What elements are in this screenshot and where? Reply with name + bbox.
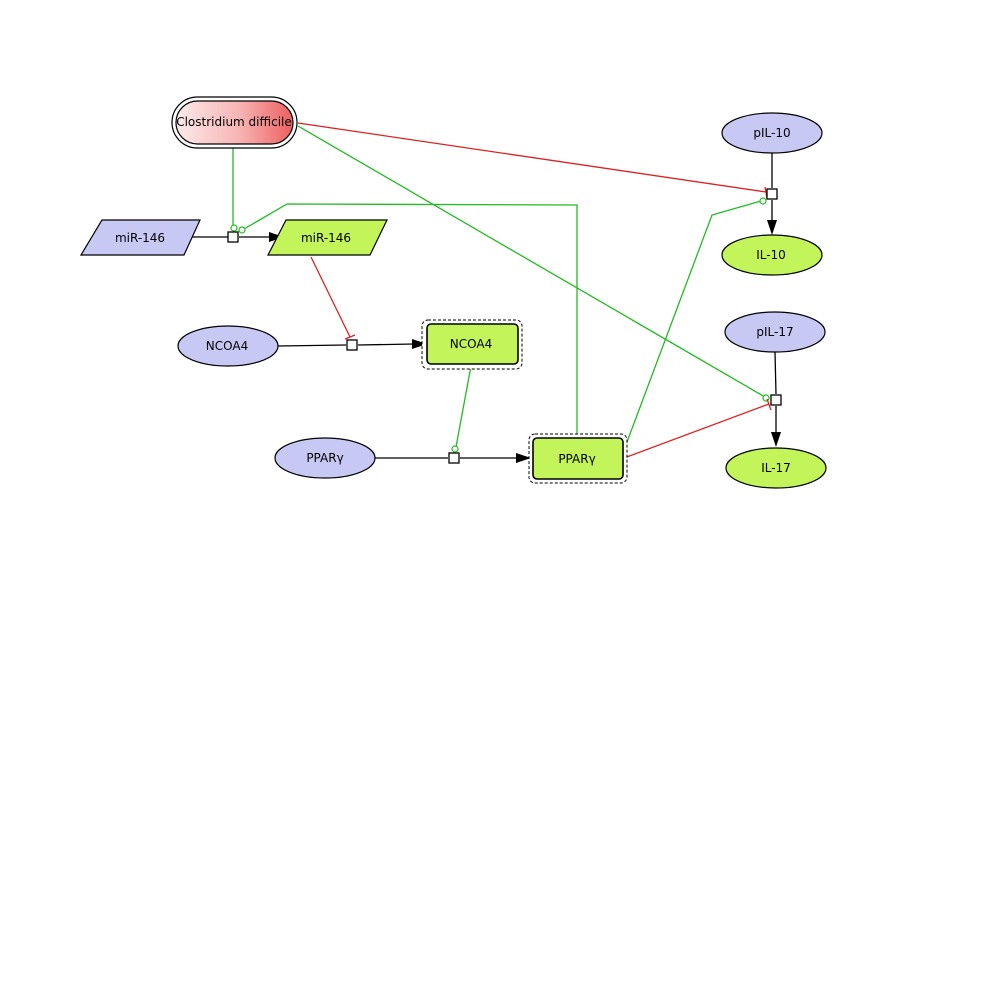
mod-circle-2 xyxy=(238,226,246,234)
arrowhead-ncoa4 xyxy=(412,339,427,349)
phenotype-clostridium-difficile[interactable]: Clostridium difficile xyxy=(171,96,298,149)
inhibition-edges xyxy=(297,122,772,459)
label-pil10: pIL-10 xyxy=(753,126,790,140)
protein-pparg-input[interactable]: PPARγ xyxy=(274,437,376,479)
protein-il17[interactable]: IL-17 xyxy=(725,447,827,489)
process-node-pparg[interactable] xyxy=(448,452,460,464)
arrowhead-mir146 xyxy=(269,232,284,242)
label-pil17: pIL-17 xyxy=(756,325,793,339)
protein-ncoa4-input[interactable]: NCOA4 xyxy=(177,325,279,367)
arrowhead-il17 xyxy=(771,432,781,447)
edge-cdiff-to-il17-process xyxy=(297,125,766,398)
edge-pparg-to-il10-process xyxy=(623,200,762,451)
label-ncoa4-input: NCOA4 xyxy=(206,339,248,353)
arrowhead-il10 xyxy=(767,220,777,235)
edge-cdiff-inhibits-il10-process xyxy=(297,122,767,193)
mod-circle-4 xyxy=(759,197,767,205)
label-il10: IL-10 xyxy=(756,248,786,262)
label-il17: IL-17 xyxy=(761,461,791,475)
protein-ncoa4-output[interactable]: NCOA4 xyxy=(421,319,523,370)
edge-ncoa4-to-pparg-process xyxy=(455,365,472,448)
mod-circle-5 xyxy=(451,445,459,453)
label-mir146-output: miR-146 xyxy=(301,231,351,245)
label-clostridium-difficile: Clostridium difficile xyxy=(176,115,292,129)
inhibit-bar-ncoa4 xyxy=(344,334,356,340)
edge-pparg-inhibits-il17-process xyxy=(623,403,770,459)
label-pparg-output: PPARγ xyxy=(558,452,595,466)
inhibit-bar-il17 xyxy=(766,398,772,411)
arrowhead-pparg xyxy=(516,453,531,463)
label-pparg-input: PPARγ xyxy=(306,451,343,465)
process-node-ncoa4[interactable] xyxy=(346,339,358,351)
mod-circle-3 xyxy=(762,394,770,402)
process-node-il17[interactable] xyxy=(770,394,782,406)
process-node-il10[interactable] xyxy=(766,188,778,200)
stimulation-end-circles xyxy=(230,197,770,453)
rna-mir146-output[interactable]: miR-146 xyxy=(267,219,388,256)
process-nodes xyxy=(227,188,782,464)
arrowheads xyxy=(269,220,781,463)
mod-circle-1 xyxy=(230,224,238,232)
edge-ncoa4-conversion-a xyxy=(277,344,347,347)
edge-ncoa4-conversion-b xyxy=(357,343,415,346)
stimulation-edges xyxy=(232,125,766,451)
conversion-edges xyxy=(186,153,777,459)
edge-il17-conversion-a xyxy=(774,351,777,395)
rna-mir146-input[interactable]: miR-146 xyxy=(79,219,201,256)
protein-pil10[interactable]: pIL-10 xyxy=(721,112,823,154)
edge-mir146-inhibits-ncoa4-process xyxy=(310,256,351,338)
label-ncoa4-output: NCOA4 xyxy=(450,337,492,351)
protein-il10[interactable]: IL-10 xyxy=(721,234,823,276)
process-node-mir146[interactable] xyxy=(227,231,239,243)
label-mir146-input: miR-146 xyxy=(115,231,165,245)
protein-pparg-output[interactable]: PPARγ xyxy=(528,433,628,484)
protein-pil17[interactable]: pIL-17 xyxy=(724,311,826,353)
